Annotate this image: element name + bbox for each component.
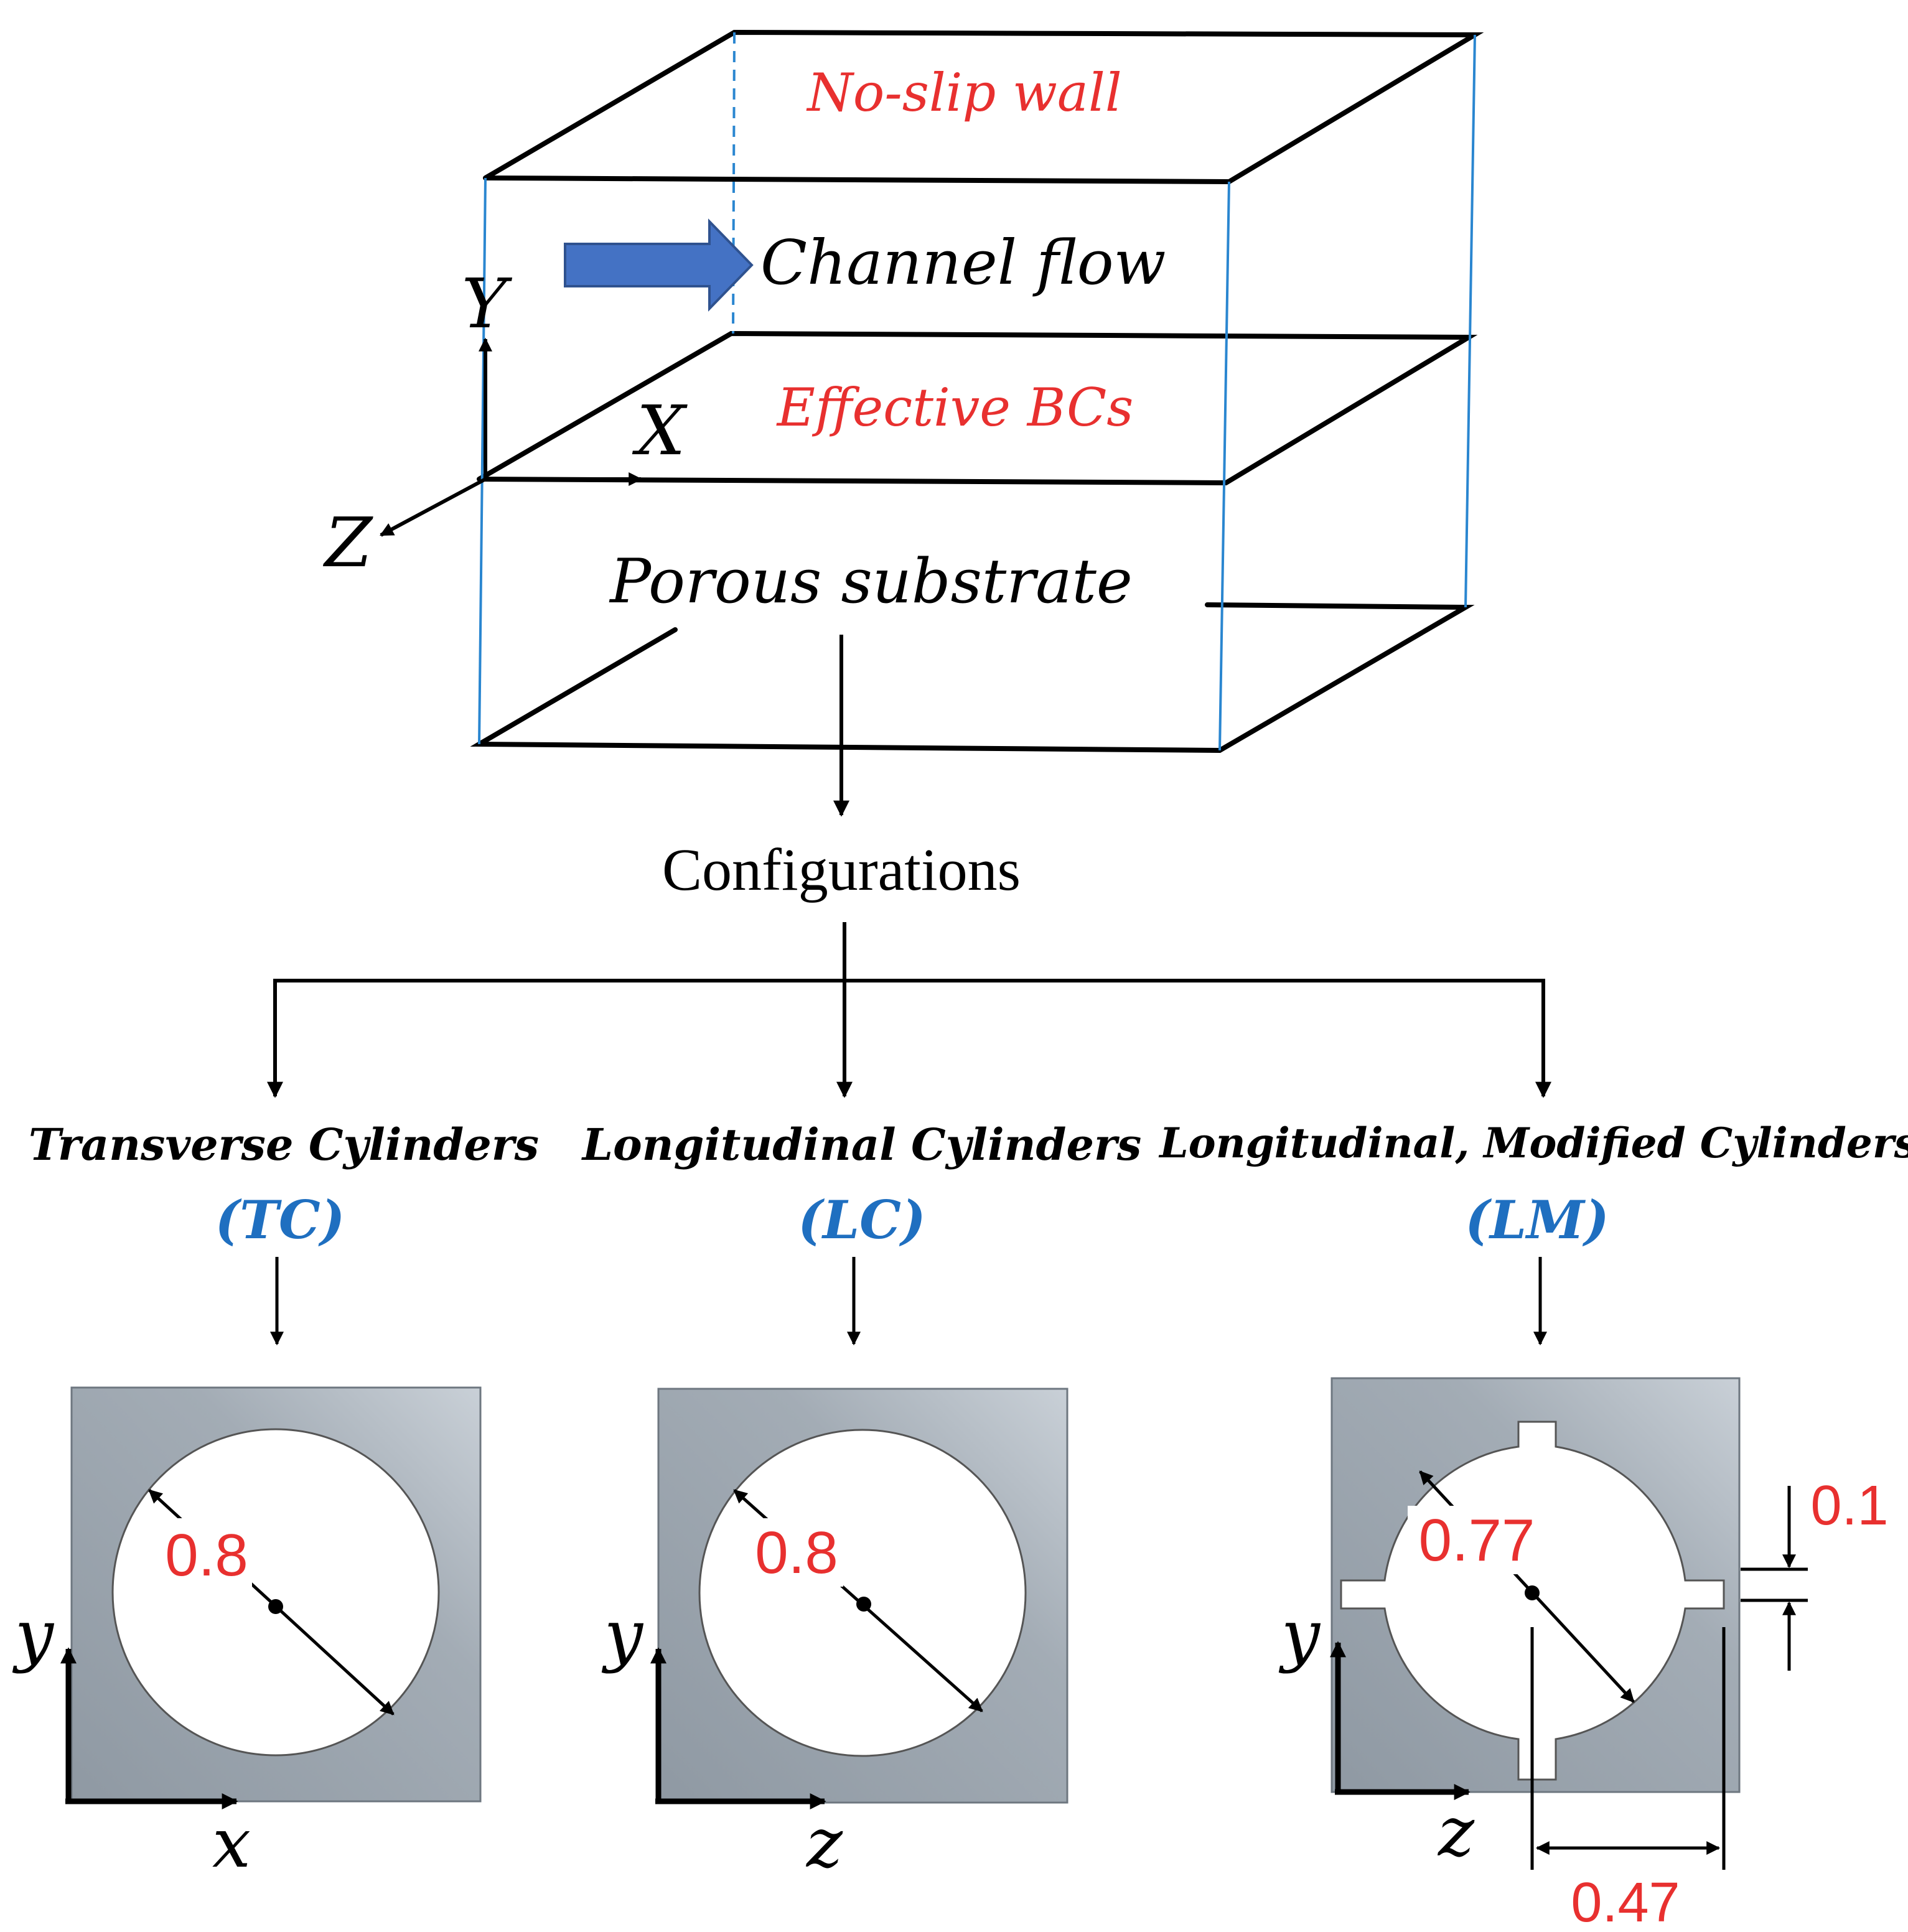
cell-lm-h-axis-label: z <box>1437 1792 1475 1872</box>
cell-lm-diameter-label: 0.77 <box>1419 1507 1535 1574</box>
config-title-lm: Longitudinal, Modified Cylinders <box>1158 1119 1908 1167</box>
cell-tc-h-axis-label: x <box>212 1803 251 1883</box>
config-title-tc: Transverse Cylinders <box>29 1119 539 1170</box>
cell-lm-slot-width-dimension <box>1741 1486 1808 1671</box>
cell-tc: 0.8 y x <box>12 1386 482 1883</box>
axis-x-3d-label: X <box>632 391 688 470</box>
config-title-lc: Longitudinal Cylinders <box>581 1119 1142 1170</box>
cell-lc-h-axis-label: z <box>805 1803 843 1883</box>
cell-lm-slot-span-label: 0.47 <box>1571 1872 1680 1932</box>
axis-z-3d-label: Z <box>323 503 373 582</box>
cell-tc-label-bg <box>159 1518 252 1587</box>
edge-back-left-hidden <box>732 32 736 334</box>
cell-lm-v-axis-label: y <box>1278 1595 1321 1674</box>
cell-tc-center <box>268 1599 283 1614</box>
axes-3d <box>380 337 643 537</box>
config-abbr-tc: (TC) <box>215 1189 345 1251</box>
channel-flow-label: Channel flow <box>760 228 1166 299</box>
config-abbr-lm: (LM) <box>1465 1189 1609 1251</box>
edge-front-right <box>1218 181 1230 751</box>
cell-lc-label-bg <box>750 1518 843 1587</box>
interface-plate <box>477 330 1478 486</box>
cell-lm-label-bg <box>1408 1506 1526 1574</box>
flow-direction-arrow <box>564 218 754 312</box>
cell-lc-v-axis-label: y <box>601 1595 644 1674</box>
tree-bar <box>273 979 1545 1095</box>
cell-lm-center <box>1525 1585 1540 1600</box>
bottom-plate <box>470 602 1475 754</box>
cell-lc-diameter-label: 0.8 <box>755 1519 838 1586</box>
axis-y-3d-label: Y <box>462 264 513 343</box>
configuration-tree <box>267 635 1551 1098</box>
edge-front-left <box>478 177 487 745</box>
cell-lm: 0.77 0.1 0.47 y z <box>1278 1377 1889 1932</box>
cell-lc-center <box>856 1597 871 1612</box>
porous-substrate-label: Porous substrate <box>609 546 1133 617</box>
no-slip-wall-label: No-slip wall <box>806 62 1121 123</box>
cell-lm-slot-span-dimension <box>1530 1627 1726 1870</box>
edge-back-right <box>1464 34 1476 608</box>
cell-tc-pore <box>111 1428 440 1757</box>
config-abbr-lc: (LC) <box>798 1189 925 1251</box>
configurations-label: Configurations <box>662 836 1021 903</box>
cell-tc-v-axis-label: y <box>12 1595 55 1674</box>
effective-bcs-label: Effective BCs <box>776 377 1134 438</box>
cell-lc: 0.8 y z <box>601 1388 1069 1883</box>
cell-lm-slot-width-label: 0.1 <box>1810 1475 1888 1537</box>
axis-z-3d <box>380 477 487 537</box>
cell-tc-diameter-label: 0.8 <box>165 1522 248 1589</box>
